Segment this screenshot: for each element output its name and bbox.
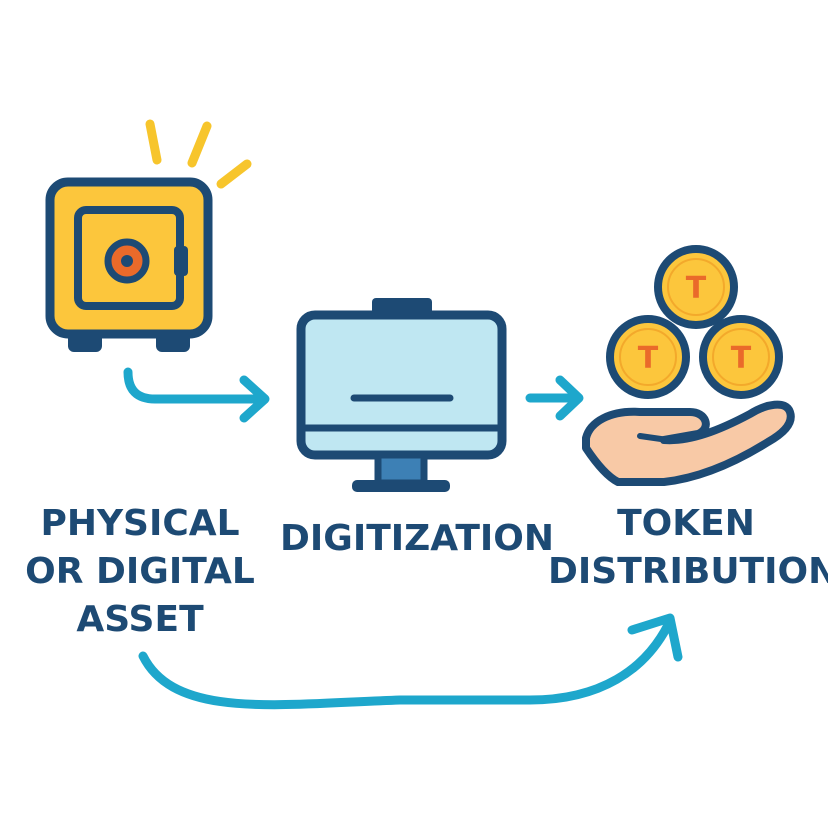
step-label-asset: PHYSICAL OR DIGITAL ASSET bbox=[25, 503, 255, 640]
arrow-asset-to-digitization-icon bbox=[123, 367, 270, 423]
monitor-icon bbox=[296, 298, 507, 492]
coin-icon: T bbox=[606, 315, 690, 399]
sparkle-rays-icon bbox=[145, 119, 252, 189]
coin-icon: T bbox=[654, 245, 738, 329]
coin-letter: T bbox=[686, 271, 707, 306]
safe-icon bbox=[45, 177, 213, 352]
step-label-distribution: TOKEN DISTRIBUTION bbox=[548, 503, 828, 592]
coin-letter: T bbox=[638, 341, 659, 376]
coin-letter: T bbox=[731, 341, 752, 376]
coins-icon: T T T bbox=[606, 245, 783, 399]
coin-icon: T bbox=[699, 315, 783, 399]
hand-with-coins-icon bbox=[582, 400, 795, 486]
arrow-asset-to-distribution-icon bbox=[138, 613, 683, 710]
arrow-digitization-to-distribution-icon bbox=[525, 375, 584, 421]
step-label-digitization: DIGITIZATION bbox=[280, 518, 555, 559]
